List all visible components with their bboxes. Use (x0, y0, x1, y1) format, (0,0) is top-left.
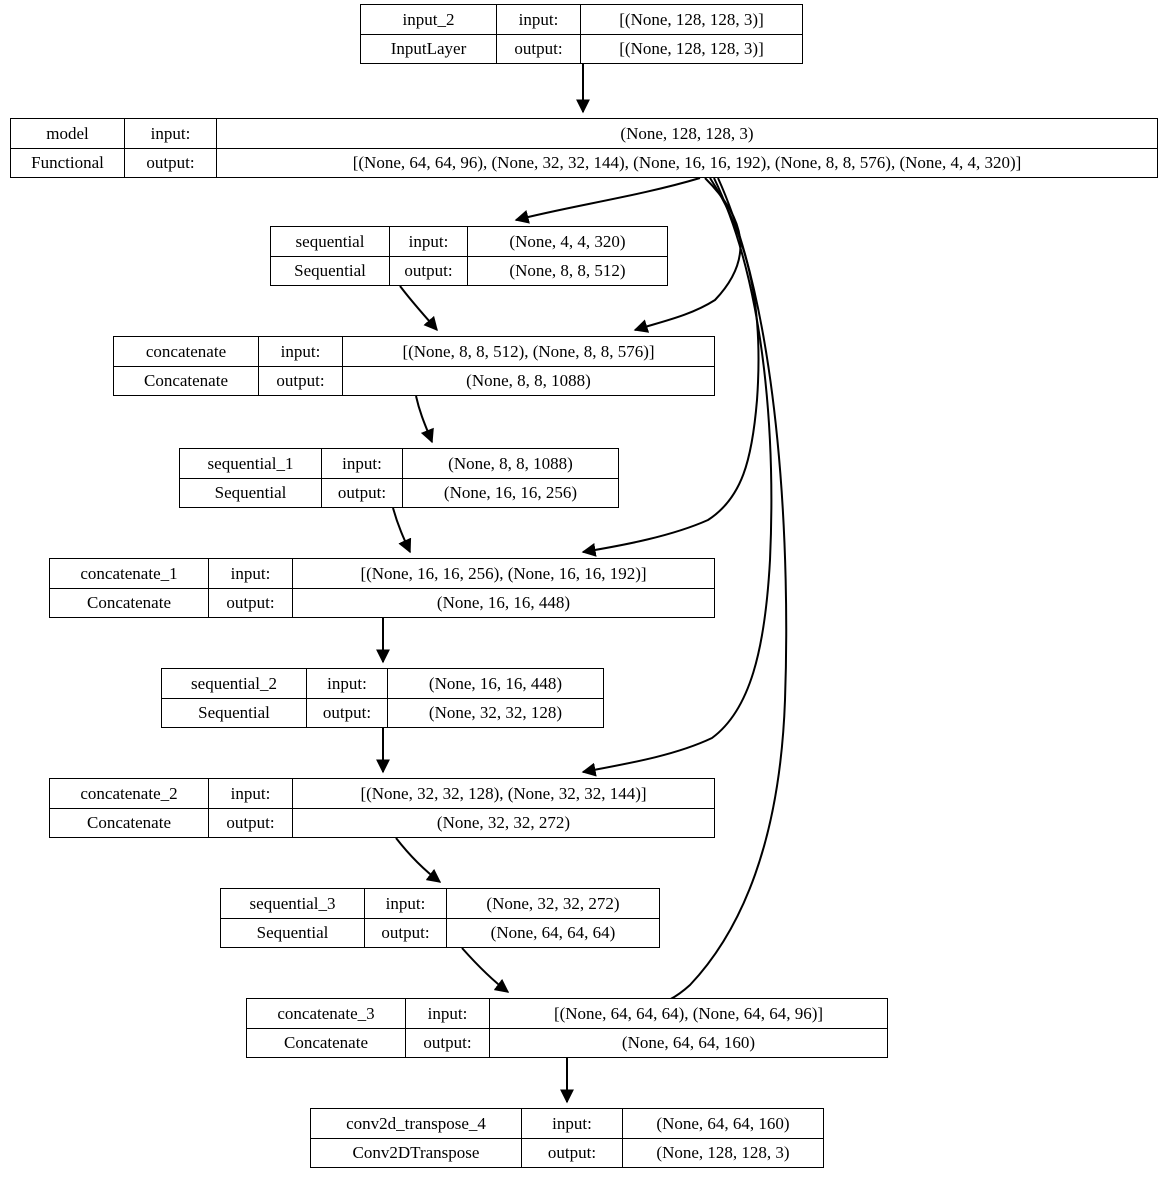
node-sequential_2[interactable]: sequential_2 input: (None, 16, 16, 448) … (161, 668, 604, 728)
node-output-key: output: (365, 918, 447, 947)
edge-model-sequential (514, 177, 701, 224)
node-class: Concatenate (50, 588, 209, 617)
node-output-shape: (None, 64, 64, 160) (621, 1033, 756, 1053)
node-class: InputLayer (361, 34, 497, 63)
node-input-key: input: (322, 449, 403, 478)
edge-sequential_1-concatenate_1 (392, 507, 412, 554)
node-class: Sequential (162, 698, 307, 727)
node-output-shape: (None, 128, 128, 3) (656, 1143, 790, 1163)
node-output-key: output: (390, 256, 468, 285)
node-input-key: input: (406, 999, 490, 1028)
node-concatenate_1[interactable]: concatenate_1 input: [(None, 16, 16, 256… (49, 558, 715, 618)
node-concatenate[interactable]: concatenate input: [(None, 8, 8, 512), (… (113, 336, 715, 396)
node-output-key: output: (522, 1138, 623, 1167)
node-input-shape: (None, 128, 128, 3) (620, 123, 754, 143)
node-output-shape: [(None, 64, 64, 96), (None, 32, 32, 144)… (352, 153, 1022, 173)
node-name: concatenate_3 (247, 999, 406, 1028)
node-input-shape: [(None, 64, 64, 64), (None, 64, 64, 96)] (553, 1003, 824, 1023)
node-sequential_1[interactable]: sequential_1 input: (None, 8, 8, 1088) S… (179, 448, 619, 508)
node-name: input_2 (361, 5, 497, 34)
node-input-key: input: (307, 669, 388, 698)
node-name: concatenate_2 (50, 779, 209, 808)
node-input-shape: [(None, 16, 16, 256), (None, 16, 16, 192… (360, 563, 647, 583)
node-name: conv2d_transpose_4 (311, 1109, 522, 1138)
node-input-shape: [(None, 8, 8, 512), (None, 8, 8, 576)] (402, 341, 655, 361)
node-output-key: output: (406, 1028, 490, 1057)
node-name: sequential (271, 227, 390, 256)
node-output-shape: (None, 16, 16, 256) (443, 483, 578, 503)
node-output-key: output: (259, 366, 343, 395)
node-class: Sequential (221, 918, 365, 947)
node-input-shape: (None, 4, 4, 320) (509, 231, 626, 251)
node-model[interactable]: model input: (None, 128, 128, 3) Functio… (10, 118, 1158, 178)
node-name: model (11, 119, 125, 148)
node-input-key: input: (497, 5, 581, 34)
node-input-key: input: (365, 889, 447, 918)
node-class: Concatenate (114, 366, 259, 395)
node-output-shape: [(None, 128, 128, 3)] (619, 39, 764, 59)
node-input-key: input: (522, 1109, 623, 1138)
node-output-key: output: (209, 588, 293, 617)
node-input-key: input: (209, 779, 293, 808)
node-output-shape: (None, 8, 8, 1088) (466, 371, 591, 391)
node-input-shape: (None, 64, 64, 160) (656, 1113, 790, 1133)
node-class: Conv2DTranspose (311, 1138, 522, 1167)
node-class: Concatenate (247, 1028, 406, 1057)
edge-concatenate-sequential_1 (415, 395, 434, 444)
node-name: sequential_1 (180, 449, 322, 478)
node-input-shape: (None, 16, 16, 448) (428, 673, 563, 693)
node-sequential_3[interactable]: sequential_3 input: (None, 32, 32, 272) … (220, 888, 660, 948)
node-concatenate_3[interactable]: concatenate_3 input: [(None, 64, 64, 64)… (246, 998, 888, 1058)
node-input-key: input: (125, 119, 217, 148)
node-input-shape: [(None, 32, 32, 128), (None, 32, 32, 144… (360, 783, 647, 803)
node-class: Sequential (180, 478, 322, 507)
node-class: Sequential (271, 256, 390, 285)
node-name: sequential_3 (221, 889, 365, 918)
edge-concatenate_2-sequential_3 (395, 837, 442, 883)
node-input-shape: [(None, 128, 128, 3)] (619, 9, 764, 29)
node-class: Functional (11, 148, 125, 177)
node-name: concatenate (114, 337, 259, 366)
node-output-key: output: (209, 808, 293, 837)
node-input-key: input: (390, 227, 468, 256)
node-name: sequential_2 (162, 669, 307, 698)
node-output-key: output: (322, 478, 403, 507)
node-output-shape: (None, 8, 8, 512) (509, 261, 626, 281)
node-input_2[interactable]: input_2 input: [(None, 128, 128, 3)] Inp… (360, 4, 803, 64)
node-class: Concatenate (50, 808, 209, 837)
node-input-shape: (None, 32, 32, 272) (486, 893, 620, 913)
edge-sequential-concatenate (399, 285, 438, 332)
node-output-shape: (None, 32, 32, 272) (436, 813, 571, 833)
node-input-key: input: (259, 337, 343, 366)
node-output-key: output: (307, 698, 388, 727)
node-conv2d_transpose_4[interactable]: conv2d_transpose_4 input: (None, 64, 64,… (310, 1108, 824, 1168)
node-output-shape: (None, 16, 16, 448) (436, 593, 571, 613)
node-input-shape: (None, 8, 8, 1088) (448, 453, 573, 473)
node-concatenate_2[interactable]: concatenate_2 input: [(None, 32, 32, 128… (49, 778, 715, 838)
node-sequential[interactable]: sequential input: (None, 4, 4, 320) Sequ… (270, 226, 668, 286)
node-output-key: output: (497, 34, 581, 63)
node-name: concatenate_1 (50, 559, 209, 588)
edge-sequential_3-concatenate_3 (461, 947, 510, 993)
node-input-key: input: (209, 559, 293, 588)
node-output-shape: (None, 32, 32, 128) (428, 703, 563, 723)
node-output-key: output: (125, 148, 217, 177)
node-output-shape: (None, 64, 64, 64) (490, 923, 616, 943)
